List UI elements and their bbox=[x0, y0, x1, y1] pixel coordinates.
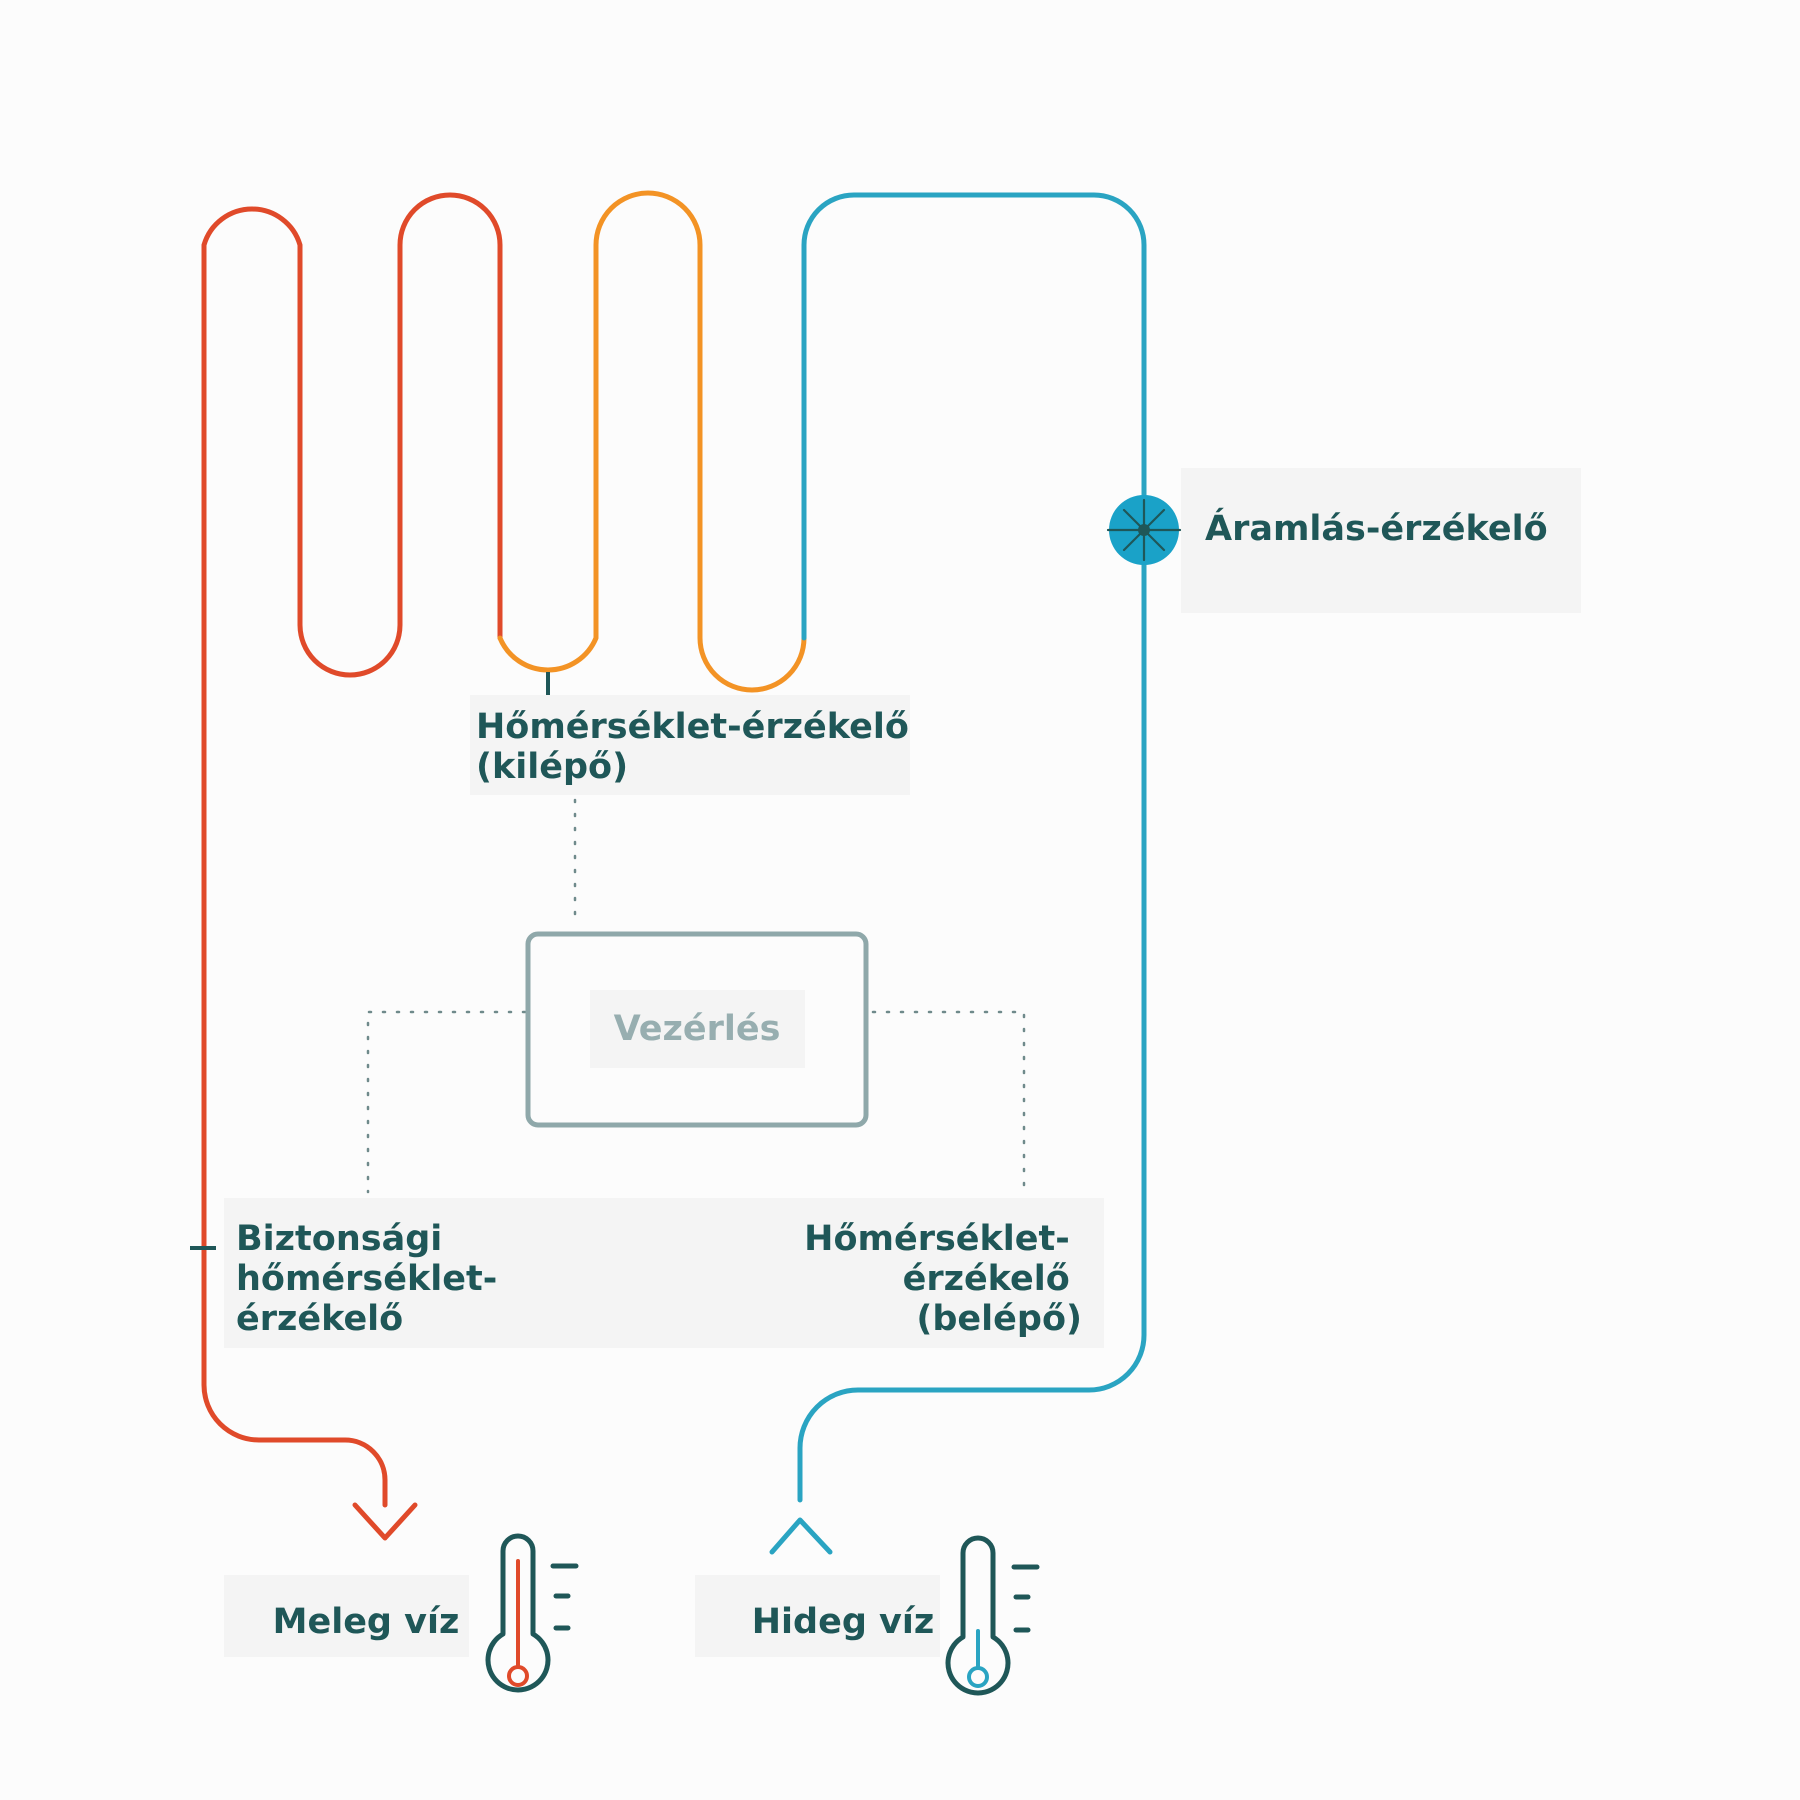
coil-pipe bbox=[201, 190, 1147, 1508]
safety-temp-sensor-label-line2: hőmérséklet- bbox=[236, 1259, 497, 1299]
pipe-cold bbox=[797, 192, 1147, 1503]
thermometer-cold-icon bbox=[945, 1535, 1040, 1696]
control-line-inlet bbox=[871, 1010, 1026, 1194]
inlet-temp-sensor-label-line1: Hőmérséklet- bbox=[804, 1219, 1070, 1259]
outlet-temp-sensor-label-line1: Hőmérséklet-érzékelő bbox=[476, 707, 909, 747]
cold-water-arrow-icon bbox=[769, 1517, 833, 1555]
control-line-safety bbox=[366, 1010, 527, 1194]
outlet-temp-sensor-label: Hőmérséklet-érzékelő (kilépő) bbox=[476, 707, 921, 787]
hot-water-label: Meleg víz bbox=[273, 1602, 460, 1642]
inlet-temp-sensor-label: Hőmérséklet- érzékelő (belépő) bbox=[804, 1219, 1082, 1339]
controller-box bbox=[525, 931, 869, 1128]
controller-label: Vezérlés bbox=[614, 1009, 781, 1049]
safety-temp-sensor-label: Biztonsági hőmérséklet- érzékelő bbox=[236, 1219, 509, 1339]
pipe-hot bbox=[201, 192, 503, 1508]
flow-sensor-label: Áramlás-érzékelő bbox=[1205, 507, 1548, 549]
pipe-warm bbox=[497, 190, 807, 693]
outlet-temp-sensor-label-line2: (kilépő) bbox=[476, 747, 628, 787]
thermometer-hot-icon bbox=[485, 1533, 579, 1693]
flow-sensor-icon bbox=[1106, 495, 1182, 565]
safety-temp-sensor-label-line1: Biztonsági bbox=[236, 1219, 442, 1259]
control-lines bbox=[366, 798, 1026, 1194]
hot-water-arrow-icon bbox=[352, 1502, 418, 1541]
inlet-temp-sensor-label-line3: (belépő) bbox=[916, 1299, 1082, 1339]
inlet-temp-sensor-label-line2: érzékelő bbox=[903, 1259, 1070, 1299]
cold-water-label: Hideg víz bbox=[752, 1602, 935, 1642]
safety-temp-sensor-label-line3: érzékelő bbox=[236, 1299, 403, 1339]
label-backgrounds bbox=[224, 468, 1581, 1657]
